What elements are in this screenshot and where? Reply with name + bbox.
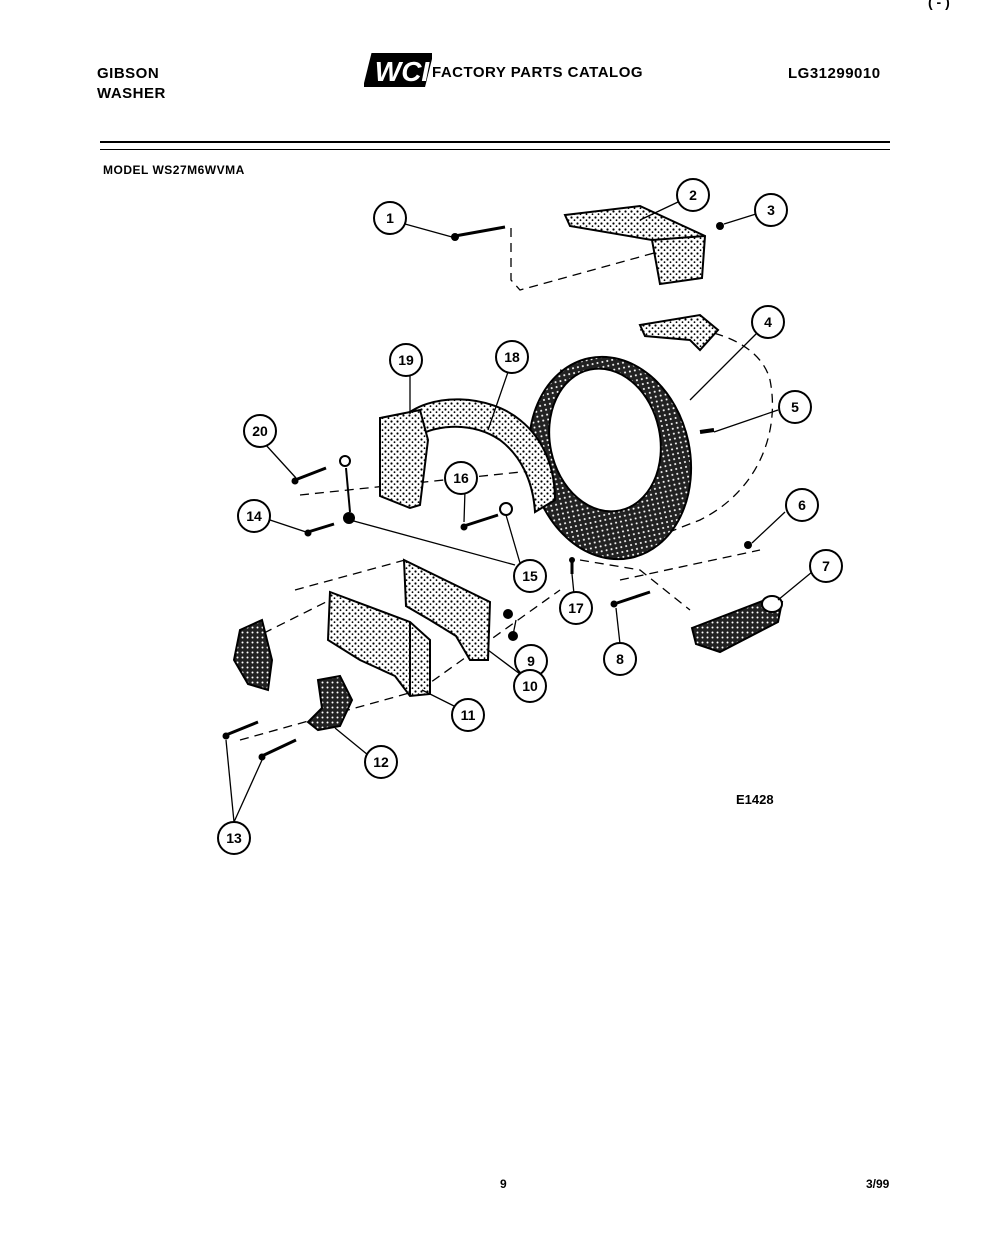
part-20-bolt [291, 466, 327, 485]
part-5-screw [699, 428, 715, 434]
part-1-screw [451, 225, 506, 241]
catalog-title: FACTORY PARTS CATALOG [432, 64, 644, 81]
part-10-counterweight [402, 558, 492, 661]
part-16-bolt [460, 513, 499, 531]
product-type: WASHER [97, 85, 166, 102]
part-2-top-brace [563, 204, 707, 286]
leader-lines [225, 201, 813, 823]
callout-17: 17 [559, 591, 593, 625]
callout-7: 7 [809, 549, 843, 583]
part-12-bracket [306, 674, 354, 732]
catalog-number: LG31299010 [788, 65, 881, 82]
model-label: MODEL WS27M6WVMA [103, 163, 245, 177]
callout-14-label: 14 [246, 508, 262, 524]
wci-logo: WCI [364, 53, 432, 87]
callout-17-label: 17 [568, 600, 584, 616]
callout-8-label: 8 [616, 651, 624, 667]
callout-15: 15 [513, 559, 547, 593]
page-number: 9 [500, 1177, 507, 1191]
part-17-screw [569, 557, 575, 574]
callout-6: 6 [785, 488, 819, 522]
mounting-bracket [232, 618, 274, 692]
callout-3: 3 [754, 193, 788, 227]
part-8-bolt [610, 590, 651, 608]
callout-13: 13 [217, 821, 251, 855]
drawing-reference: E1428 [736, 792, 774, 807]
callout-16-label: 16 [453, 470, 469, 486]
callout-19-label: 19 [398, 352, 414, 368]
callout-2-label: 2 [689, 187, 697, 203]
callout-7-label: 7 [822, 558, 830, 574]
callout-19: 19 [389, 343, 423, 377]
callout-20: 20 [243, 414, 277, 448]
part-15-washers [339, 455, 513, 524]
callout-16: 16 [444, 461, 478, 495]
header-rule [100, 141, 890, 150]
callout-20-label: 20 [252, 423, 268, 439]
part-7-foot [690, 595, 784, 654]
part-18-suspension-arch [398, 398, 557, 514]
callout-5: 5 [778, 390, 812, 424]
revision-date: 3/99 [866, 1177, 890, 1191]
callouts: 1 2 3 4 5 6 7 8 9 10 11 12 13 14 15 16 1… [217, 178, 843, 855]
callout-9-label: 9 [527, 653, 535, 669]
callout-18: 18 [495, 340, 529, 374]
callout-13-label: 13 [226, 830, 242, 846]
callout-4: 4 [751, 305, 785, 339]
part-4-outer-tub [527, 313, 720, 561]
callout-6-label: 6 [798, 497, 806, 513]
corner-mark: ( - ) [928, 0, 950, 10]
part-6-nut [744, 541, 752, 549]
callout-10: 10 [513, 669, 547, 703]
callout-12-label: 12 [373, 754, 389, 770]
callout-5-label: 5 [791, 399, 799, 415]
callout-2: 2 [676, 178, 710, 212]
part-3-nut [716, 222, 724, 230]
callout-14: 14 [237, 499, 271, 533]
part-14-bolt [304, 522, 335, 537]
callout-11: 11 [451, 698, 485, 732]
callout-12: 12 [364, 745, 398, 779]
callout-10-label: 10 [522, 678, 538, 694]
part-19-side-bracket [379, 408, 430, 510]
callout-3-label: 3 [767, 202, 775, 218]
callout-15-label: 15 [522, 568, 538, 584]
logo-text: WCI [375, 56, 431, 87]
callout-11-label: 11 [461, 707, 476, 723]
part-13-bolts [222, 720, 297, 761]
brand-block: GIBSON WASHER [97, 64, 166, 104]
part-11-counterweight [326, 590, 431, 698]
callout-1: 1 [373, 201, 407, 235]
callout-8: 8 [603, 642, 637, 676]
assembly-lines [239, 228, 774, 741]
callout-4-label: 4 [764, 314, 772, 330]
callout-1-label: 1 [386, 210, 394, 226]
brand-name: GIBSON [97, 65, 160, 82]
callout-18-label: 18 [504, 349, 520, 365]
